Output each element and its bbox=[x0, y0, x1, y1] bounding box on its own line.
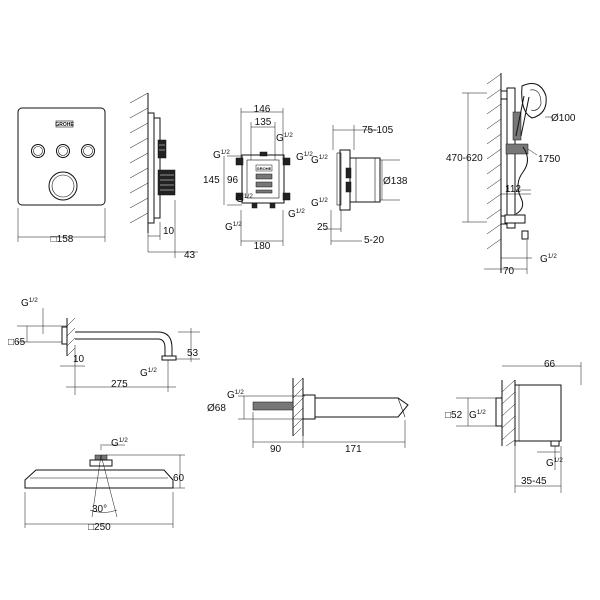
arm-outlet-thread-g: G bbox=[140, 368, 148, 379]
bath-spout: Ø68 G1/2 90 171 bbox=[207, 377, 409, 455]
svg-text:G1/2: G1/2 bbox=[225, 221, 242, 233]
svg-text:G1/2: G1/2 bbox=[540, 253, 557, 265]
head-thread-half: 1/2 bbox=[119, 437, 128, 444]
svg-text:G1/2: G1/2 bbox=[288, 208, 305, 220]
body-bottom-thread-g: G bbox=[288, 209, 296, 220]
button-2 bbox=[56, 144, 70, 158]
dim-side-d138: Ø138 bbox=[383, 176, 408, 187]
concealed-body-side-view: 75-105 Ø138 G1/2 G1/2 25 5-20 bbox=[311, 125, 408, 246]
body-bottom-thread-half: 1/2 bbox=[296, 208, 305, 215]
wall-outlet-elbow: 66 □52 G1/2 G1/2 35-45 bbox=[445, 359, 582, 493]
svg-text:G1/2: G1/2 bbox=[296, 151, 313, 163]
dim-spout-90: 90 bbox=[270, 444, 282, 455]
dim-rail-1750: 1750 bbox=[538, 154, 561, 165]
elbow-outlet-thread-half: 1/2 bbox=[554, 457, 563, 464]
side-top-thread-g: G bbox=[311, 155, 319, 166]
svg-text:G1/2: G1/2 bbox=[276, 132, 293, 144]
side-bottom-thread-g: G bbox=[311, 198, 319, 209]
svg-text:G1/2: G1/2 bbox=[236, 193, 253, 205]
dim-rail-d100: Ø100 bbox=[551, 113, 576, 124]
elbow-thread-half: 1/2 bbox=[477, 409, 486, 416]
body-left-thread-half: 1/2 bbox=[221, 149, 230, 156]
thermostat-knob bbox=[48, 171, 78, 201]
dim-spout-d68: Ø68 bbox=[207, 403, 226, 414]
dim-box-total: 43 bbox=[184, 250, 196, 261]
svg-text:G1/2: G1/2 bbox=[311, 154, 328, 166]
dim-side-25: 25 bbox=[317, 222, 329, 233]
body-top-thread-half: 1/2 bbox=[284, 132, 293, 139]
dim-head-angle: 30° bbox=[92, 504, 107, 515]
arm-thread-g: G bbox=[21, 298, 29, 309]
dim-head-60: 60 bbox=[173, 473, 185, 484]
body-left-outlet-half: 1/2 bbox=[244, 193, 253, 200]
dim-spout-171: 171 bbox=[345, 444, 362, 455]
rail-outlet-thread-half: 1/2 bbox=[548, 253, 557, 260]
dim-head-sq250: □250 bbox=[88, 522, 111, 533]
elbow-outlet-thread-g: G bbox=[546, 458, 554, 469]
head-shower: G1/2 30° 60 □250 bbox=[24, 437, 185, 533]
button-1 bbox=[31, 144, 45, 158]
svg-text:G1/2: G1/2 bbox=[227, 389, 244, 401]
concealed-body-front-view: 146 135 G1/2 GROHE 145 96 G1/2 G1/2 G1/2… bbox=[203, 104, 313, 252]
dim-rail-112: 112 bbox=[505, 184, 521, 195]
side-bottom-thread-half: 1/2 bbox=[319, 197, 328, 204]
dim-arm-10: 10 bbox=[73, 354, 85, 365]
control-panel-front-view: GROHE □158 bbox=[17, 107, 106, 245]
dim-side-5-20: 5-20 bbox=[364, 235, 384, 246]
body-logo: GROHE bbox=[257, 166, 272, 171]
svg-text:G1/2: G1/2 bbox=[21, 297, 38, 309]
shower-rail-set: 470-620 Ø100 1750 112 G1/2 bbox=[446, 73, 576, 277]
dim-panel-width: □158 bbox=[51, 234, 74, 245]
svg-text:G1/2: G1/2 bbox=[546, 457, 563, 469]
head-thread-g: G bbox=[111, 438, 119, 449]
shower-arm: G1/2 □65 53 10 G1/2 275 bbox=[8, 297, 200, 395]
button-3 bbox=[81, 144, 95, 158]
body-left-thread-g: G bbox=[213, 150, 221, 161]
dim-box-depth: 10 bbox=[163, 226, 175, 237]
svg-text:G1/2: G1/2 bbox=[469, 409, 486, 421]
body-lower-left-half: 1/2 bbox=[233, 221, 242, 228]
dim-body-180: 180 bbox=[254, 241, 271, 252]
dim-rail-70: 70 bbox=[503, 266, 515, 277]
brand-logo: GROHE bbox=[55, 122, 74, 128]
dim-elbow-sq52: □52 bbox=[445, 410, 463, 421]
dim-body-146: 146 bbox=[254, 104, 271, 115]
dim-body-135: 135 bbox=[255, 117, 272, 128]
elbow-thread-g: G bbox=[469, 410, 477, 421]
body-right-thread-half: 1/2 bbox=[304, 151, 313, 158]
svg-text:G1/2: G1/2 bbox=[213, 149, 230, 161]
body-left-outlet-g: G bbox=[236, 194, 244, 205]
arm-thread-half: 1/2 bbox=[29, 297, 38, 304]
arm-outlet-thread-half: 1/2 bbox=[148, 367, 157, 374]
dim-arm-sq65: □65 bbox=[8, 337, 26, 348]
panel-side-view: 10 43 bbox=[129, 92, 198, 261]
dim-arm-53: 53 bbox=[187, 348, 199, 359]
dim-body-145: 145 bbox=[203, 175, 220, 186]
spout-thread-g: G bbox=[227, 390, 235, 401]
dim-elbow-35-45: 35-45 bbox=[521, 476, 547, 487]
side-top-thread-half: 1/2 bbox=[319, 154, 328, 161]
svg-text:G1/2: G1/2 bbox=[111, 437, 128, 449]
dim-arm-275: 275 bbox=[111, 379, 128, 390]
dim-side-75-105: 75-105 bbox=[362, 125, 394, 136]
dim-elbow-66: 66 bbox=[544, 359, 556, 370]
dim-rail-470-620: 470-620 bbox=[446, 153, 483, 164]
svg-text:G1/2: G1/2 bbox=[140, 367, 157, 379]
body-lower-left-g: G bbox=[225, 222, 233, 233]
rail-outlet-thread-g: G bbox=[540, 254, 548, 265]
svg-text:G1/2: G1/2 bbox=[311, 197, 328, 209]
body-top-thread-g: G bbox=[276, 133, 284, 144]
dim-body-96: 96 bbox=[227, 175, 239, 186]
body-right-thread-g: G bbox=[296, 152, 304, 163]
spout-thread-half: 1/2 bbox=[235, 389, 244, 396]
